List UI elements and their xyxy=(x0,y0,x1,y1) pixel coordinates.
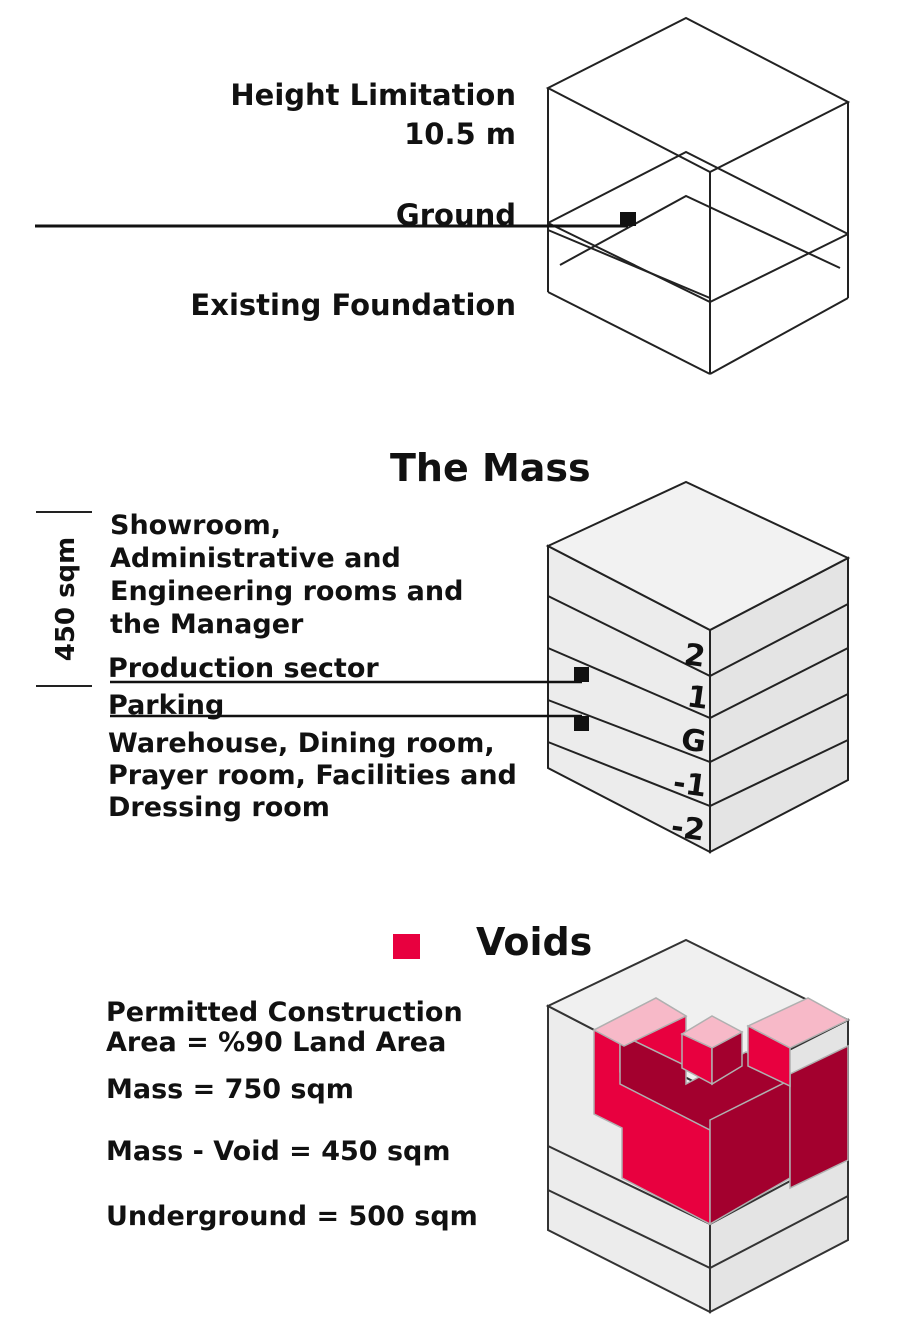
production-leader-marker xyxy=(574,667,589,682)
ground-label: Ground xyxy=(395,198,516,232)
mass-section-title: The Mass xyxy=(390,446,591,490)
parking-label: Parking xyxy=(108,690,225,721)
permitted-construction-line1: Permitted Construction xyxy=(106,997,463,1028)
floor-label-2: 2 xyxy=(682,637,708,675)
height-limitation-label: Height Limitation xyxy=(230,78,516,112)
upper-floors-description: Showroom, Administrative and Engineering… xyxy=(110,509,463,641)
floor-label-g: G xyxy=(679,722,708,760)
mass-block xyxy=(545,480,851,854)
mass-top-face xyxy=(545,480,851,632)
basement-description: Warehouse, Dining room, Prayer room, Fac… xyxy=(108,728,517,824)
area-dimension-bracket xyxy=(36,511,92,687)
basement-line: Warehouse, Dining room, xyxy=(108,728,495,759)
voids-legend-swatch xyxy=(393,934,420,959)
basement-line: Dressing room xyxy=(108,792,330,823)
voids-section-title: Voids xyxy=(476,920,593,964)
area-dimension-label: 450 sqm xyxy=(51,537,81,662)
underground-area-stat: Underground = 500 sqm xyxy=(106,1201,478,1232)
floor-label-minus-1: -1 xyxy=(671,765,709,804)
upper-floors-line: the Manager xyxy=(110,609,304,640)
parking-leader-marker xyxy=(574,716,589,731)
height-limit-wireframe xyxy=(545,16,851,375)
void-volumes xyxy=(592,997,850,1226)
production-sector-label: Production sector xyxy=(108,653,379,684)
upper-floors-line: Administrative and xyxy=(110,543,401,574)
floor-label-1: 1 xyxy=(685,679,711,717)
floor-label-minus-2: -2 xyxy=(669,809,707,848)
upper-floors-line: Engineering rooms and xyxy=(110,576,464,607)
existing-foundation-label: Existing Foundation xyxy=(190,288,516,322)
mass-area-stat: Mass = 750 sqm xyxy=(106,1074,354,1105)
basement-line: Prayer room, Facilities and xyxy=(108,760,517,791)
upper-floors-line: Showroom, xyxy=(110,510,281,541)
mass-floor-numbers: 2 1 G -1 -2 xyxy=(669,637,711,848)
ground-leader-marker xyxy=(620,212,636,226)
permitted-construction-line2: Area = %90 Land Area xyxy=(106,1027,447,1058)
height-limitation-value: 10.5 m xyxy=(404,117,516,151)
mass-void-area-stat: Mass - Void = 450 sqm xyxy=(106,1136,451,1167)
